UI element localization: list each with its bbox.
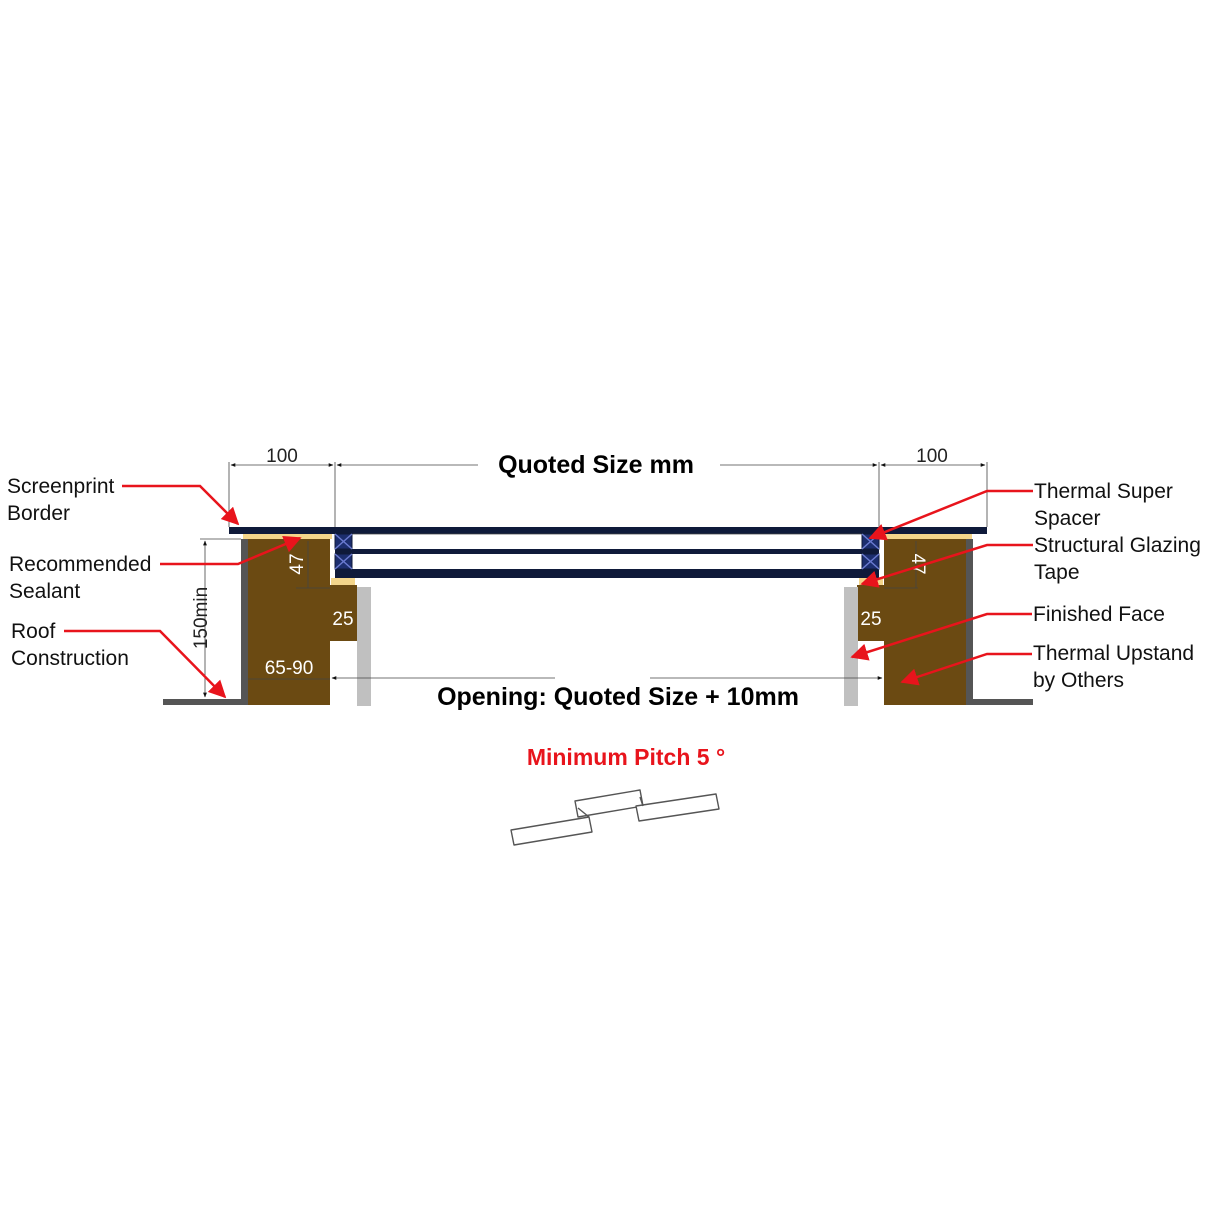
right-step-dimension: 25 [860, 609, 881, 630]
label-roof-construction: Roof Construction [11, 620, 129, 670]
label-thermal-upstand: Thermal Upstand by Others [1033, 642, 1200, 692]
left-sealant [243, 534, 332, 539]
upstand-width-dimension: 65-90 [265, 658, 314, 679]
label-finished-face: Finished Face [1033, 603, 1165, 626]
leader-roof [64, 629, 227, 699]
roof-left-wall [241, 539, 248, 705]
leader-sealant [160, 536, 302, 566]
left-spacer [334, 533, 353, 570]
leader-thermal-upstand [900, 652, 1032, 686]
top-dimension [228, 462, 988, 527]
left-step-dimension: 25 [332, 609, 353, 630]
label-screenprint-border: Screenprint Border [7, 475, 120, 525]
leader-spacer [868, 489, 1033, 541]
inner-glass-pane [335, 569, 879, 578]
right-upstand [884, 539, 966, 705]
outer-glass-pane [229, 527, 987, 534]
leader-screenprint [122, 484, 240, 526]
upstand-height-dimension: 150min [191, 587, 212, 649]
left-glazing-tape [331, 578, 355, 585]
leader-glazing-tape [860, 543, 1033, 588]
roof-right [966, 699, 1033, 705]
roof-left [163, 699, 248, 705]
leader-finished-face [850, 612, 1032, 661]
roof-right-wall [966, 539, 973, 705]
right-border-dimension: 100 [916, 446, 948, 467]
middle-glass-pane [335, 549, 879, 554]
left-upstand [248, 539, 330, 705]
label-recommended-sealant: Recommended Sealant [9, 553, 157, 603]
left-depth-dimension: 47 [287, 553, 308, 574]
left-finished-face [357, 587, 371, 706]
quoted-size-label: Quoted Size mm [498, 451, 694, 479]
label-structural-glazing-tape: Structural Glazing Tape [1034, 534, 1207, 584]
right-upstand-step [857, 585, 884, 641]
left-border-dimension: 100 [266, 446, 298, 467]
right-sealant [882, 534, 972, 539]
label-thermal-super-spacer: Thermal Super Spacer [1034, 480, 1179, 530]
right-finished-face [844, 587, 858, 706]
left-upstand-step [330, 585, 357, 641]
opening-label: Opening: Quoted Size + 10mm [437, 683, 799, 711]
pitch-sketch-icon [510, 789, 720, 846]
minimum-pitch-note: Minimum Pitch 5 ° [527, 744, 725, 770]
